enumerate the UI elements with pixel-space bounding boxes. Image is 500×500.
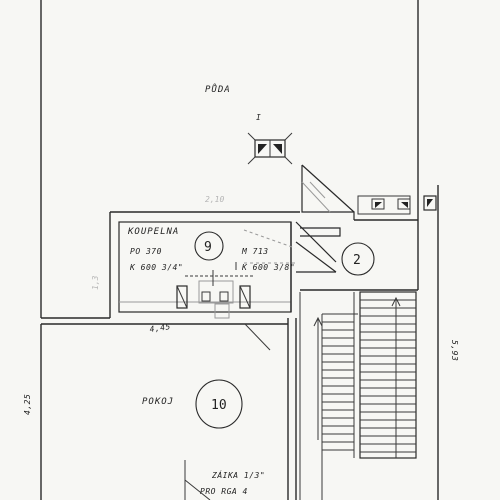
koupelna-label: KOUPELNA xyxy=(127,227,179,237)
stair-arrows xyxy=(313,296,401,458)
puda-label: PŮDA xyxy=(205,83,231,95)
koupelna-spec-3: M 713 xyxy=(241,247,269,256)
bath-fixtures xyxy=(176,262,255,319)
stair-treads xyxy=(322,299,416,453)
roof-slope xyxy=(301,164,355,220)
chimney-mark: I xyxy=(256,113,261,122)
pokoj-number-circle xyxy=(195,379,243,429)
pokoj-label: POKOJ xyxy=(142,397,174,407)
dimension-left-faint: 1,3 xyxy=(91,275,100,290)
staircase xyxy=(299,291,417,500)
koupelna-number-circle xyxy=(194,231,224,261)
service-lines xyxy=(243,229,296,264)
hall-number: 2 xyxy=(353,253,361,268)
dimension-bath-width: 4,45 xyxy=(149,322,171,334)
attic-walls xyxy=(40,0,419,319)
koupelna-spec-1: PO 370 xyxy=(130,247,162,256)
hall-walls xyxy=(295,220,419,291)
hall-number-circle xyxy=(341,242,375,276)
koupelna-spec-2: K 600 3/4" xyxy=(129,263,183,272)
dimension-top-faint: 2,10 xyxy=(205,195,224,204)
pokoj-note-1: ZÁIKA 1/3" xyxy=(211,469,265,480)
vent-boxes xyxy=(357,195,437,215)
koupelna-number: 9 xyxy=(204,240,212,255)
chimney-symbol xyxy=(247,132,293,165)
koupelna-spec-4: K 600 3/8" xyxy=(241,263,295,272)
bathroom-walls xyxy=(110,211,300,313)
dimension-left: 4,25 xyxy=(23,394,32,415)
pokoj-walls xyxy=(40,318,297,500)
dimension-right: 5,93 xyxy=(450,340,459,361)
pokoj-number: 10 xyxy=(211,398,227,413)
pokoj-note-2: PRO RGA 4 xyxy=(200,487,248,496)
